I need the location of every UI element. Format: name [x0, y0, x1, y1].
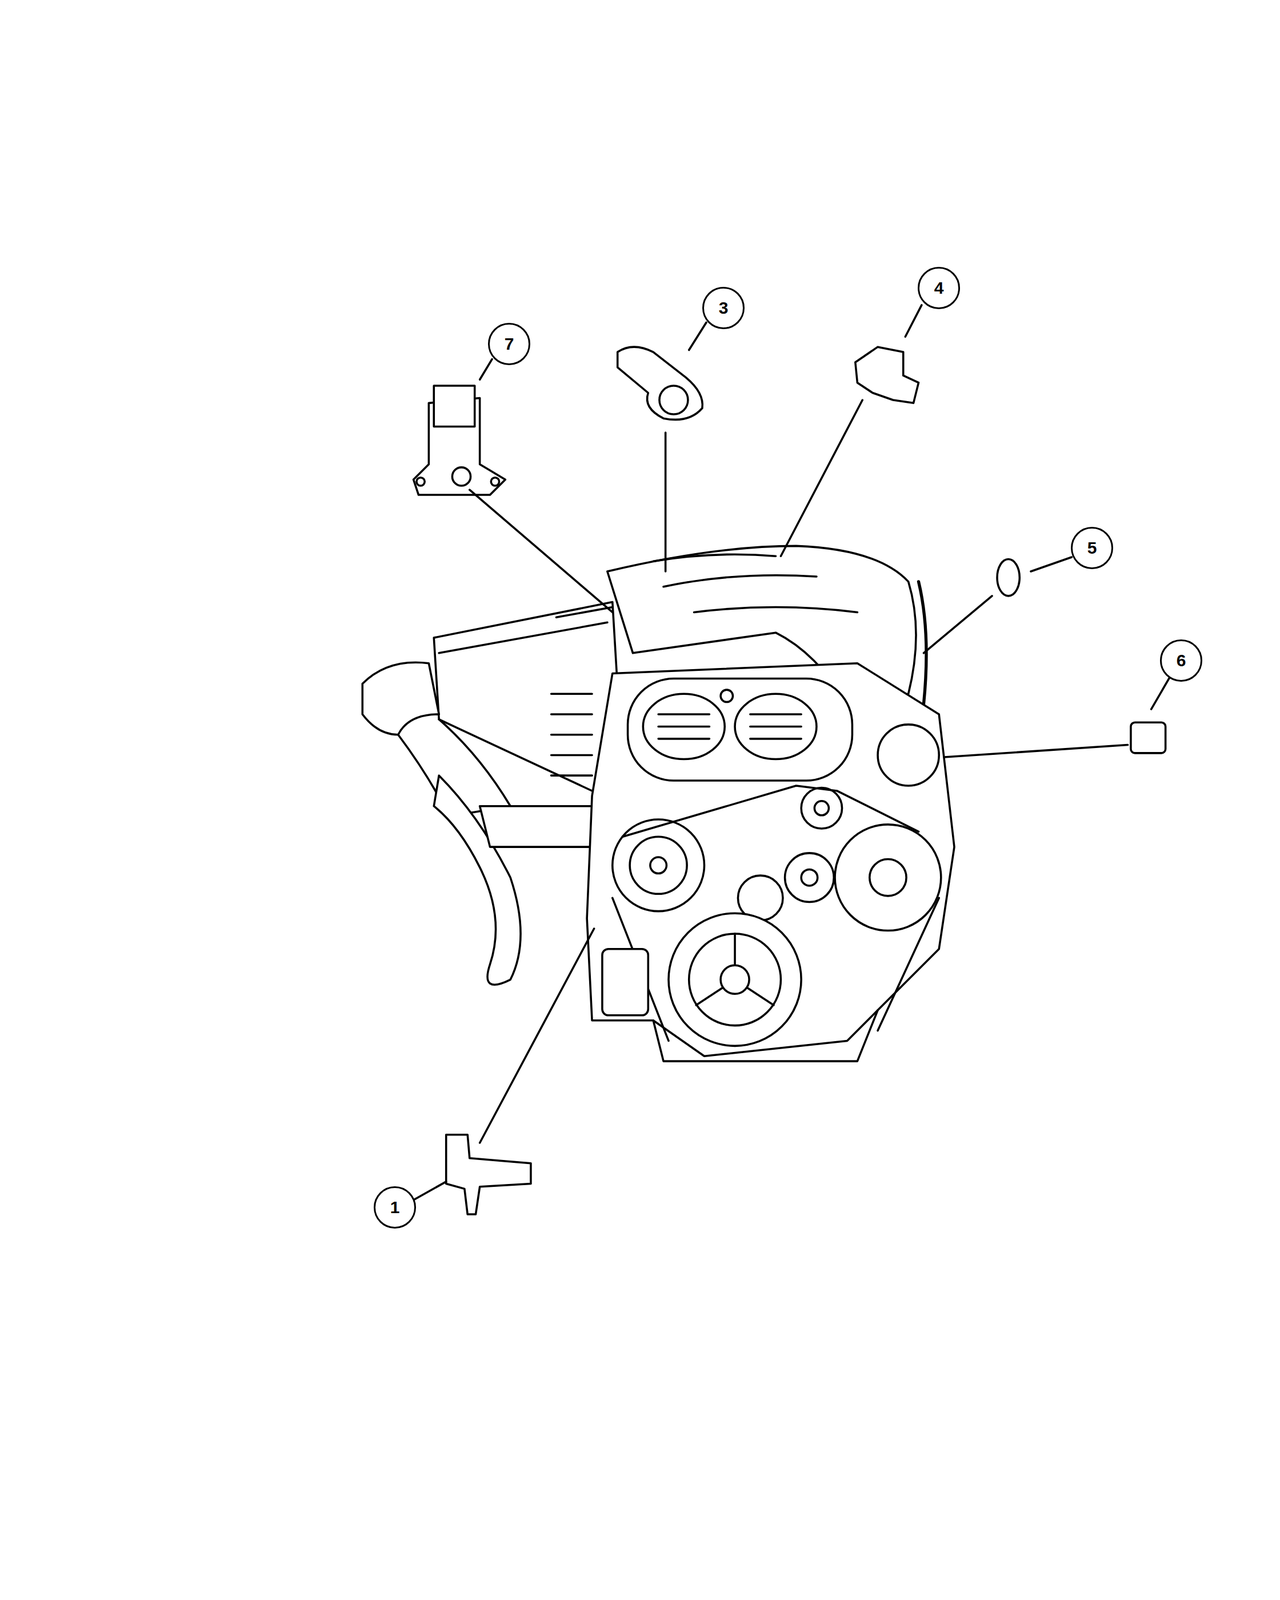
callout-circle: 6: [1160, 639, 1203, 682]
callout-number: 3: [718, 299, 729, 317]
callout-circle: 4: [917, 266, 960, 310]
callout-number: 5: [1087, 539, 1098, 557]
callout-number: 7: [504, 335, 515, 353]
callout-number: 4: [934, 279, 944, 297]
callout-number: 6: [1176, 652, 1187, 670]
callout-number: 1: [390, 1198, 400, 1216]
callout-circle: 3: [702, 286, 745, 330]
callout-circle: 1: [373, 1186, 416, 1229]
callout-circle: 5: [1070, 526, 1114, 570]
callout-circle: 7: [488, 322, 531, 366]
